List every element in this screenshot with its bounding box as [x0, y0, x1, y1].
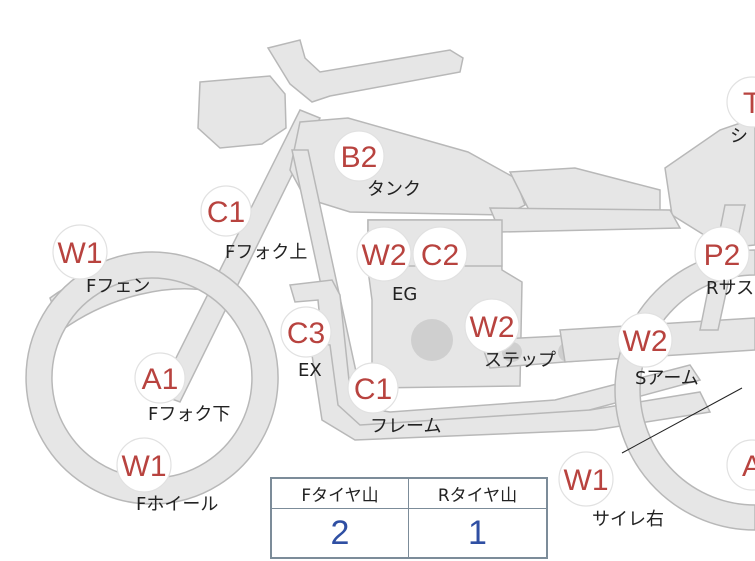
- rear-frame: [488, 207, 682, 233]
- badge-circle: [280, 306, 332, 358]
- rear-tire-header: Rタイヤ山: [409, 479, 546, 509]
- badge-c3-exhaust: C3: [280, 306, 332, 358]
- badge-c2-engine: C2: [412, 226, 468, 282]
- label-fork-lower: Fフォク下: [148, 404, 230, 425]
- badge-circle: [617, 312, 673, 368]
- badge-code: B2: [341, 141, 378, 174]
- lower-frame: [298, 338, 712, 441]
- badge-code: W2: [362, 239, 407, 272]
- badge-code: A1: [142, 363, 179, 396]
- badge-code: C1: [207, 196, 245, 229]
- label-frame: フレーム: [370, 416, 441, 437]
- front-fork: [156, 109, 322, 403]
- front-tire-header: Fタイヤ山: [272, 479, 409, 509]
- badge-code: C2: [421, 239, 459, 272]
- badge-code: C3: [287, 317, 325, 350]
- badge-code: W2: [470, 311, 515, 344]
- engine-cover: [411, 319, 453, 361]
- label-exhaust: EX: [298, 360, 322, 381]
- badge-code: W2: [623, 325, 668, 358]
- label-swing-arm: Sアーム: [635, 368, 699, 389]
- badge-circle: [347, 362, 399, 414]
- badge-circle: [694, 226, 750, 282]
- badge-t-seat: T: [726, 76, 755, 128]
- label-seat: シ: [730, 126, 748, 147]
- badge-c1-frame: C1: [347, 362, 399, 414]
- badge-circle: [333, 130, 385, 182]
- badge-circle: [726, 76, 755, 128]
- label-rear-suspension: Rサス: [706, 278, 754, 299]
- badge-w2-swing-arm: W2: [617, 312, 673, 368]
- front-tire-value: 2: [272, 509, 409, 557]
- handlebar: [266, 39, 464, 103]
- label-tank: タンク: [367, 179, 421, 200]
- label-step: ステップ: [484, 350, 556, 371]
- label-fork-upper: Fフォク上: [225, 242, 307, 263]
- badge-c1-fork-upper: C1: [200, 185, 252, 237]
- badge-circle: [412, 226, 468, 282]
- badge-circle: [52, 224, 108, 280]
- badge-p2-rear-suspension: P2: [694, 226, 750, 282]
- label-silencer-right: サイレ右: [592, 509, 664, 530]
- badge-circle: [134, 352, 186, 404]
- badge-a-rear: A: [726, 439, 755, 491]
- badge-code: C1: [354, 373, 392, 406]
- badge-code: A: [742, 450, 755, 483]
- silencer-pointer-line: [621, 387, 743, 454]
- badge-w1-front-wheel: W1: [116, 437, 172, 493]
- label-front-fender: Fフェン: [86, 276, 150, 297]
- badge-w2-engine: W2: [356, 226, 412, 282]
- badge-circle: [200, 185, 252, 237]
- badge-b2-tank: B2: [333, 130, 385, 182]
- badge-circle: [558, 451, 614, 507]
- headlight: [197, 75, 287, 149]
- badge-a1-fork-lower: A1: [134, 352, 186, 404]
- rear-tire-value: 1: [468, 513, 487, 552]
- fuel-tank: [289, 117, 526, 216]
- seat: [508, 167, 661, 213]
- badge-code: W1: [564, 464, 609, 497]
- badge-code: W1: [58, 237, 103, 270]
- badge-code: P2: [704, 239, 741, 272]
- tire-tread-table: Fタイヤ山 Rタイヤ山 2 1: [270, 477, 548, 559]
- badge-code: W1: [122, 450, 167, 483]
- badge-circle: [726, 439, 755, 491]
- badge-w1-front-fender: W1: [52, 224, 108, 280]
- badge-code: T: [743, 87, 755, 120]
- label-front-wheel: Fホイール: [136, 494, 218, 515]
- label-engine: EG: [392, 284, 417, 305]
- badge-w2-step: W2: [464, 298, 520, 354]
- badge-circle: [116, 437, 172, 493]
- badge-w1-silencer-right: W1: [558, 451, 614, 507]
- badge-circle: [356, 226, 412, 282]
- badge-circle: [464, 298, 520, 354]
